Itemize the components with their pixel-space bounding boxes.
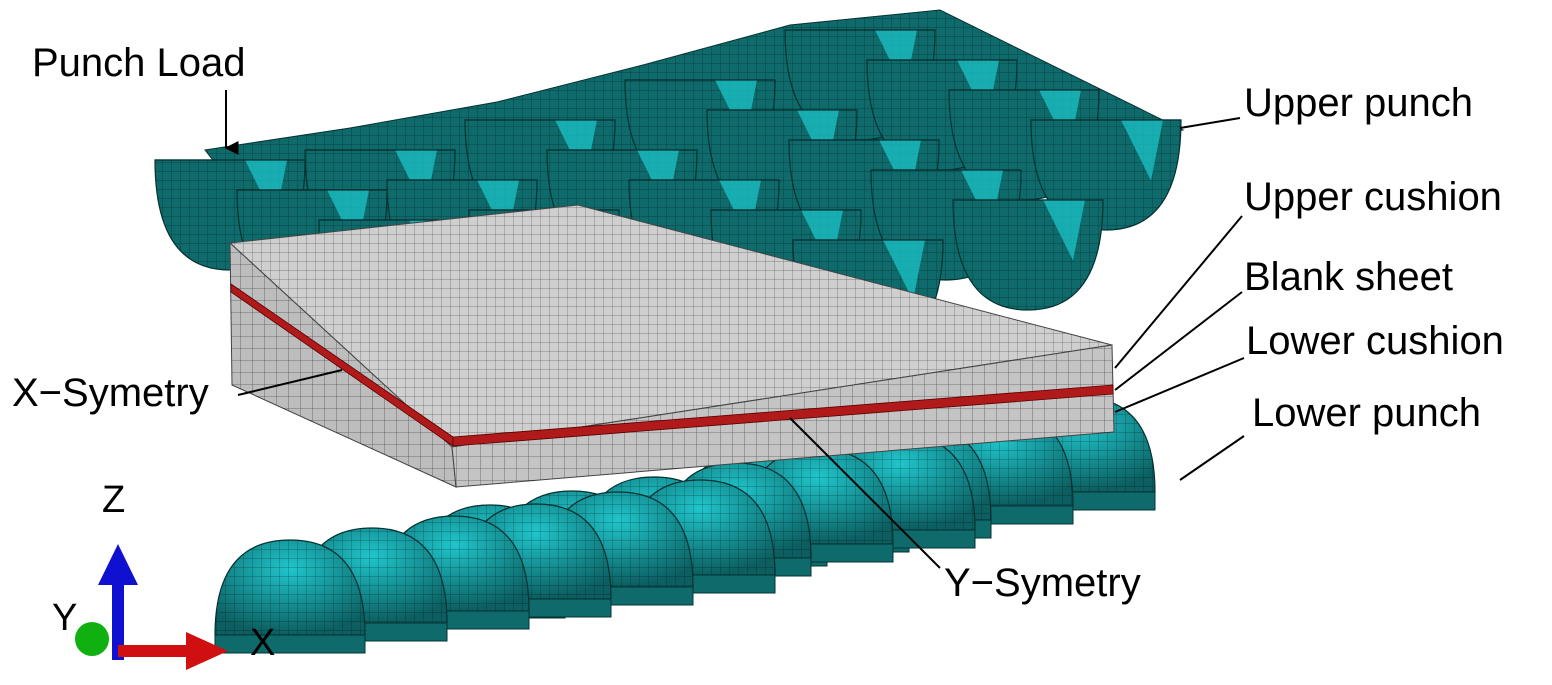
x-axis-arrowhead [186, 632, 228, 670]
z-axis-shaft [112, 580, 124, 660]
upper-punch-label: Upper punch [1244, 81, 1473, 125]
lower-cushion-label: Lower cushion [1246, 319, 1504, 363]
z-axis-arrowhead [98, 544, 138, 585]
y-symetry-leader [789, 417, 941, 569]
y-symetry-label: Y−Symetry [944, 561, 1141, 605]
upper-punch-cup [952, 199, 1104, 311]
upper-punch-leader [1179, 117, 1241, 129]
y-axis-marker [75, 622, 109, 656]
upper-cushion-leader [1114, 215, 1243, 369]
punch-load-label: Punch Load [32, 41, 246, 85]
lower-punch-leader [1179, 435, 1245, 481]
lower-cushion-leader [1114, 357, 1245, 413]
leader-lines [224, 90, 1245, 569]
cushion-block [228, 204, 1115, 488]
x-axis-label: X [250, 622, 275, 664]
upper-cushion-label: Upper cushion [1244, 175, 1502, 219]
x-symetry-leader [237, 369, 343, 396]
lower-punch-label: Lower punch [1252, 391, 1481, 435]
lower-punch-dome [214, 539, 366, 654]
blank-sheet-label: Blank sheet [1244, 255, 1453, 299]
z-axis-label: Z [102, 479, 125, 521]
y-axis-label: Y [52, 597, 77, 639]
x-axis-shaft [118, 645, 190, 657]
lower-punch-mesh [214, 396, 1156, 654]
x-symetry-label: X−Symetry [12, 371, 209, 415]
blank-sheet-leader [1114, 291, 1243, 391]
axis-triad: Z Y X [52, 479, 275, 670]
blank-sheet-band-front [452, 384, 1114, 447]
